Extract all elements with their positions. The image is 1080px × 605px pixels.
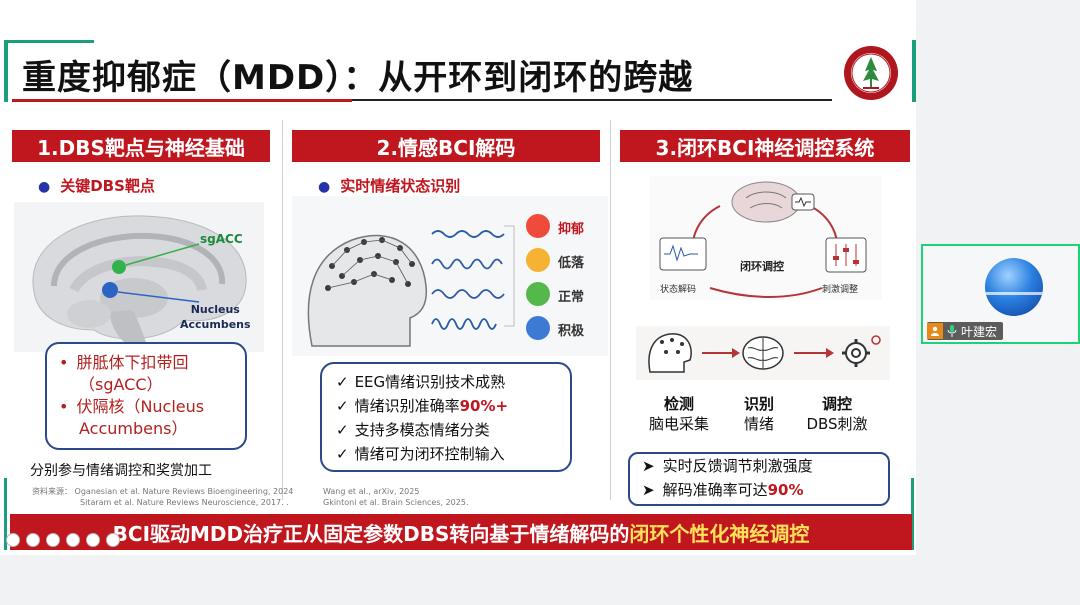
- presentation-slide: 重度抑郁症（MDD）：从开环到闭环的跨越 1.DBS靶点与神经基础 2.情感BC…: [0, 0, 916, 555]
- dbs-targets-box: •胼胝体下扣带回 （sgACC） •伏隔核（Nucleus Accumbens）: [45, 342, 247, 450]
- corner-accent: [912, 40, 916, 102]
- reference-list: Wang et al., arXiv, 2025 Gkintoni et al.…: [323, 487, 469, 507]
- loop-right-label: 刺激调整: [822, 285, 859, 295]
- column-divider: [610, 120, 611, 500]
- label-sgacc: sgACC: [200, 232, 243, 246]
- list-item: ✓支持多模态情绪分类: [336, 421, 490, 439]
- section-header-closed-loop: 3.闭环BCI神经调控系统: [620, 130, 910, 162]
- zoom-icon[interactable]: [66, 533, 80, 547]
- more-options-icon[interactable]: [106, 533, 120, 547]
- list-item: ➤解码准确率可达90%: [642, 481, 804, 499]
- title-underline-accent: [12, 99, 352, 102]
- loop-center-label: 闭环调控: [740, 260, 784, 273]
- section-header-dbs: 1.DBS靶点与神经基础: [12, 130, 270, 162]
- list-item: ➤实时反馈调节刺激强度: [642, 457, 813, 475]
- corner-accent: [4, 478, 7, 550]
- closed-loop-diagram: [650, 176, 882, 300]
- next-slide-icon[interactable]: [26, 533, 40, 547]
- user-icon: [927, 323, 943, 339]
- university-seal-logo: [844, 46, 898, 100]
- slides-grid-icon[interactable]: [86, 533, 100, 547]
- list-item: ✓情绪可为闭环控制输入: [336, 445, 505, 463]
- slide-title: 重度抑郁症（MDD）：从开环到闭环的跨越: [22, 58, 694, 98]
- closed-loop-benefits-box: ➤实时反馈调节刺激强度 ➤解码准确率可达90%: [628, 452, 890, 506]
- list-item: •胼胝体下扣带回: [59, 353, 189, 372]
- pipeline-step-detect: 检测 脑电采集: [648, 395, 709, 433]
- participant-video-tile[interactable]: 叶建宏: [921, 244, 1080, 344]
- list-item-sub: Accumbens）: [79, 419, 188, 438]
- dbs-caption: 分别参与情绪调控和奖赏加工: [30, 463, 212, 479]
- brain-sagittal-illustration: [14, 202, 264, 352]
- reference-list: 资料来源： Oganesian et al. Nature Reviews Bi…: [32, 487, 294, 507]
- corner-accent: [911, 478, 914, 550]
- avatar: [985, 258, 1043, 316]
- pipeline-step-recognize: 识别 情绪: [743, 395, 774, 433]
- corner-accent: [4, 40, 8, 102]
- emotion-label: 抑郁: [558, 222, 585, 237]
- prev-slide-icon[interactable]: [6, 533, 20, 547]
- column-divider: [282, 120, 283, 500]
- title-underline: [12, 99, 832, 101]
- emotion-label: 低落: [558, 256, 585, 271]
- emotion-label: 积极: [558, 324, 585, 339]
- bullet-key-targets: ●关键DBS靶点: [38, 177, 155, 195]
- pipeline-step-regulate: 调控 DBS刺激: [806, 395, 868, 433]
- list-item: •伏隔核（Nucleus: [59, 397, 205, 416]
- corner-accent: [4, 40, 94, 43]
- bullet-realtime-emotion: ●实时情绪状态识别: [318, 177, 461, 195]
- eeg-emotion-illustration: [292, 196, 608, 356]
- list-item: ✓EEG情绪识别技术成熟: [336, 373, 506, 391]
- bci-capabilities-box: ✓EEG情绪识别技术成熟 ✓情绪识别准确率90%+ ✓支持多模态情绪分类 ✓情绪…: [320, 362, 572, 472]
- pen-icon[interactable]: [46, 533, 60, 547]
- section-header-bci: 2.情感BCI解码: [292, 130, 600, 162]
- list-item-sub: （sgACC）: [79, 375, 163, 394]
- loop-left-label: 状态解码: [660, 285, 697, 295]
- participant-name-tag: 叶建宏: [927, 322, 1004, 340]
- label-nucleus-accumbens: Nucleus Accumbens: [180, 303, 251, 331]
- slide-nav-controls: [6, 532, 120, 548]
- emotion-label: 正常: [558, 290, 585, 305]
- conclusion-banner: BCI驱动MDD治疗正从固定参数DBS转向基于情绪解码的闭环个性化神经调控: [10, 514, 912, 550]
- list-item: ✓情绪识别准确率90%+: [336, 397, 509, 415]
- pipeline-illustration: [636, 326, 890, 380]
- microphone-icon: [947, 325, 957, 337]
